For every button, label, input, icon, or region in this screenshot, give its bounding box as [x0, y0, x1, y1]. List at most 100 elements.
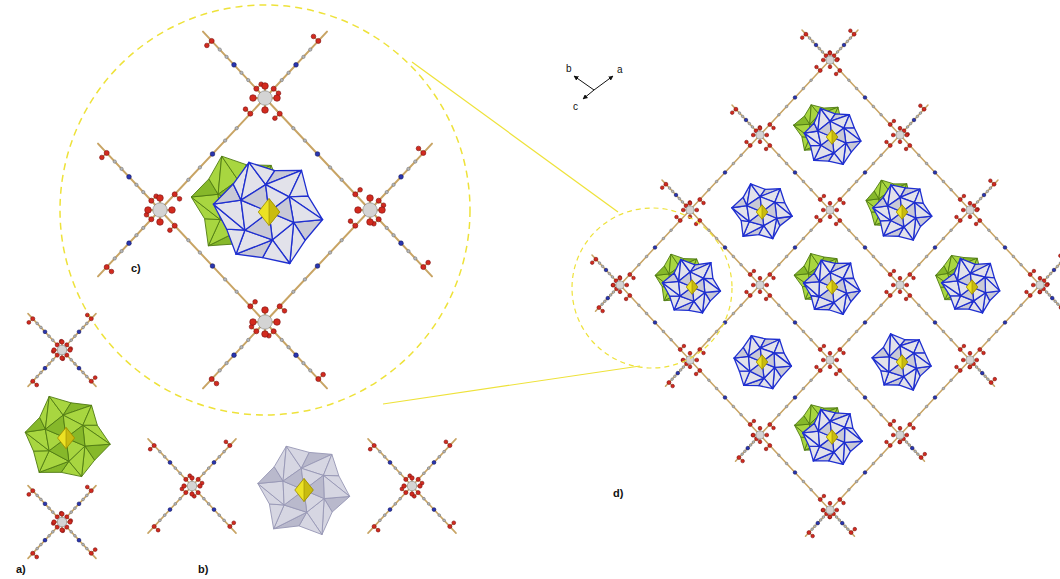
atom-sphere — [163, 514, 166, 517]
atom-sphere — [778, 113, 781, 116]
polyhedron-face — [323, 475, 349, 498]
atom-sphere — [688, 201, 692, 205]
atom-sphere — [785, 255, 788, 258]
atom-sphere — [157, 195, 164, 202]
atom-sphere — [653, 246, 657, 250]
atom-sphere — [277, 111, 282, 116]
atom-sphere — [764, 297, 768, 301]
atom-sphere — [688, 351, 692, 355]
atom-sphere — [880, 413, 883, 416]
atom-sphere — [906, 126, 909, 129]
atom-sphere — [678, 219, 682, 223]
polyhedron-face — [872, 357, 889, 372]
atom-sphere — [818, 198, 822, 202]
atom-sphere — [852, 32, 856, 36]
atom-sphere — [675, 215, 679, 219]
atom-sphere — [958, 369, 962, 373]
atom-sphere — [1038, 290, 1042, 294]
atom-sphere — [379, 519, 382, 522]
atom-sphere — [880, 454, 883, 457]
atom-sphere — [756, 131, 764, 139]
atom-sphere — [976, 201, 979, 204]
atom-sphere — [438, 455, 441, 458]
polyhedron-face — [880, 220, 890, 235]
bond-stick — [62, 350, 96, 386]
central-tetrahedron — [295, 478, 313, 501]
atom-sphere — [821, 508, 825, 512]
atom-sphere — [287, 346, 290, 349]
atom-sphere — [68, 520, 72, 524]
atom-sphere — [730, 111, 734, 115]
atom-sphere — [745, 140, 749, 144]
atom-sphere — [986, 190, 989, 193]
bond-stick — [368, 486, 412, 533]
atom-sphere — [898, 440, 902, 444]
atom-sphere — [210, 264, 215, 269]
blue-polyhedron — [734, 336, 791, 389]
atom-sphere — [872, 255, 875, 258]
atom-sphere — [681, 208, 685, 212]
atom-sphere — [888, 294, 892, 298]
atom-sphere — [671, 378, 674, 381]
central-tetrahedron — [826, 430, 838, 444]
atom-sphere — [818, 498, 822, 502]
atom-sphere — [292, 290, 295, 293]
atom-sphere — [174, 503, 177, 506]
central-tetrahedron-face — [66, 427, 74, 448]
atom-sphere — [172, 223, 177, 228]
atom-sphere — [838, 369, 842, 373]
atom-sphere — [36, 494, 39, 497]
bond-stick — [1040, 285, 1060, 311]
blue-polyhedron — [873, 185, 932, 240]
atom-sphere — [758, 140, 762, 144]
atom-sphere — [982, 351, 986, 355]
atom-sphere — [836, 51, 839, 54]
blue-polyhedron — [942, 258, 1000, 313]
atom-sphere — [611, 283, 615, 287]
atom-sphere — [277, 304, 282, 309]
bond-stick — [148, 439, 192, 486]
green-polyhedron — [794, 254, 847, 303]
atom-sphere — [394, 503, 397, 506]
atom-sphere — [896, 131, 904, 139]
atom-sphere — [611, 283, 615, 287]
bond-stick — [265, 32, 327, 98]
atom-sphere — [40, 543, 43, 546]
atom-sphere — [975, 358, 979, 362]
atom-sphere — [800, 36, 804, 40]
atom-sphere — [358, 187, 363, 192]
bond-stick — [970, 180, 998, 210]
atom-sphere — [955, 215, 959, 219]
atom-sphere — [157, 219, 164, 226]
atom-sphere — [708, 229, 711, 232]
atom-sphere — [834, 72, 838, 76]
atom-sphere — [321, 372, 326, 377]
atom-sphere — [214, 381, 219, 386]
atom-sphere — [89, 551, 93, 555]
atom-sphere — [31, 489, 35, 493]
atom-sphere — [432, 461, 436, 465]
atom-sphere — [232, 63, 237, 68]
atom-sphere — [834, 222, 838, 226]
atom-sphere — [912, 426, 916, 430]
atom-sphere — [235, 290, 238, 293]
atom-sphere — [698, 219, 702, 223]
atom-sphere — [768, 423, 772, 427]
atom-sphere — [287, 71, 290, 74]
bond-stick — [412, 439, 456, 486]
atom-sphere — [316, 377, 321, 382]
atom-sphere — [379, 207, 386, 214]
atom-sphere — [1056, 265, 1059, 268]
atom-sphere — [916, 115, 919, 118]
atom-sphere — [316, 38, 321, 43]
atom-sphere — [85, 547, 88, 550]
panel-label: c) — [131, 262, 141, 274]
atom-sphere — [40, 498, 43, 501]
atom-sphere — [802, 330, 805, 333]
atom-sphere — [399, 241, 404, 246]
atom-sphere — [778, 413, 781, 416]
bond-stick — [370, 144, 432, 210]
atom-sphere — [274, 319, 281, 326]
atom-sphere — [271, 86, 276, 91]
atom-sphere — [898, 276, 902, 280]
